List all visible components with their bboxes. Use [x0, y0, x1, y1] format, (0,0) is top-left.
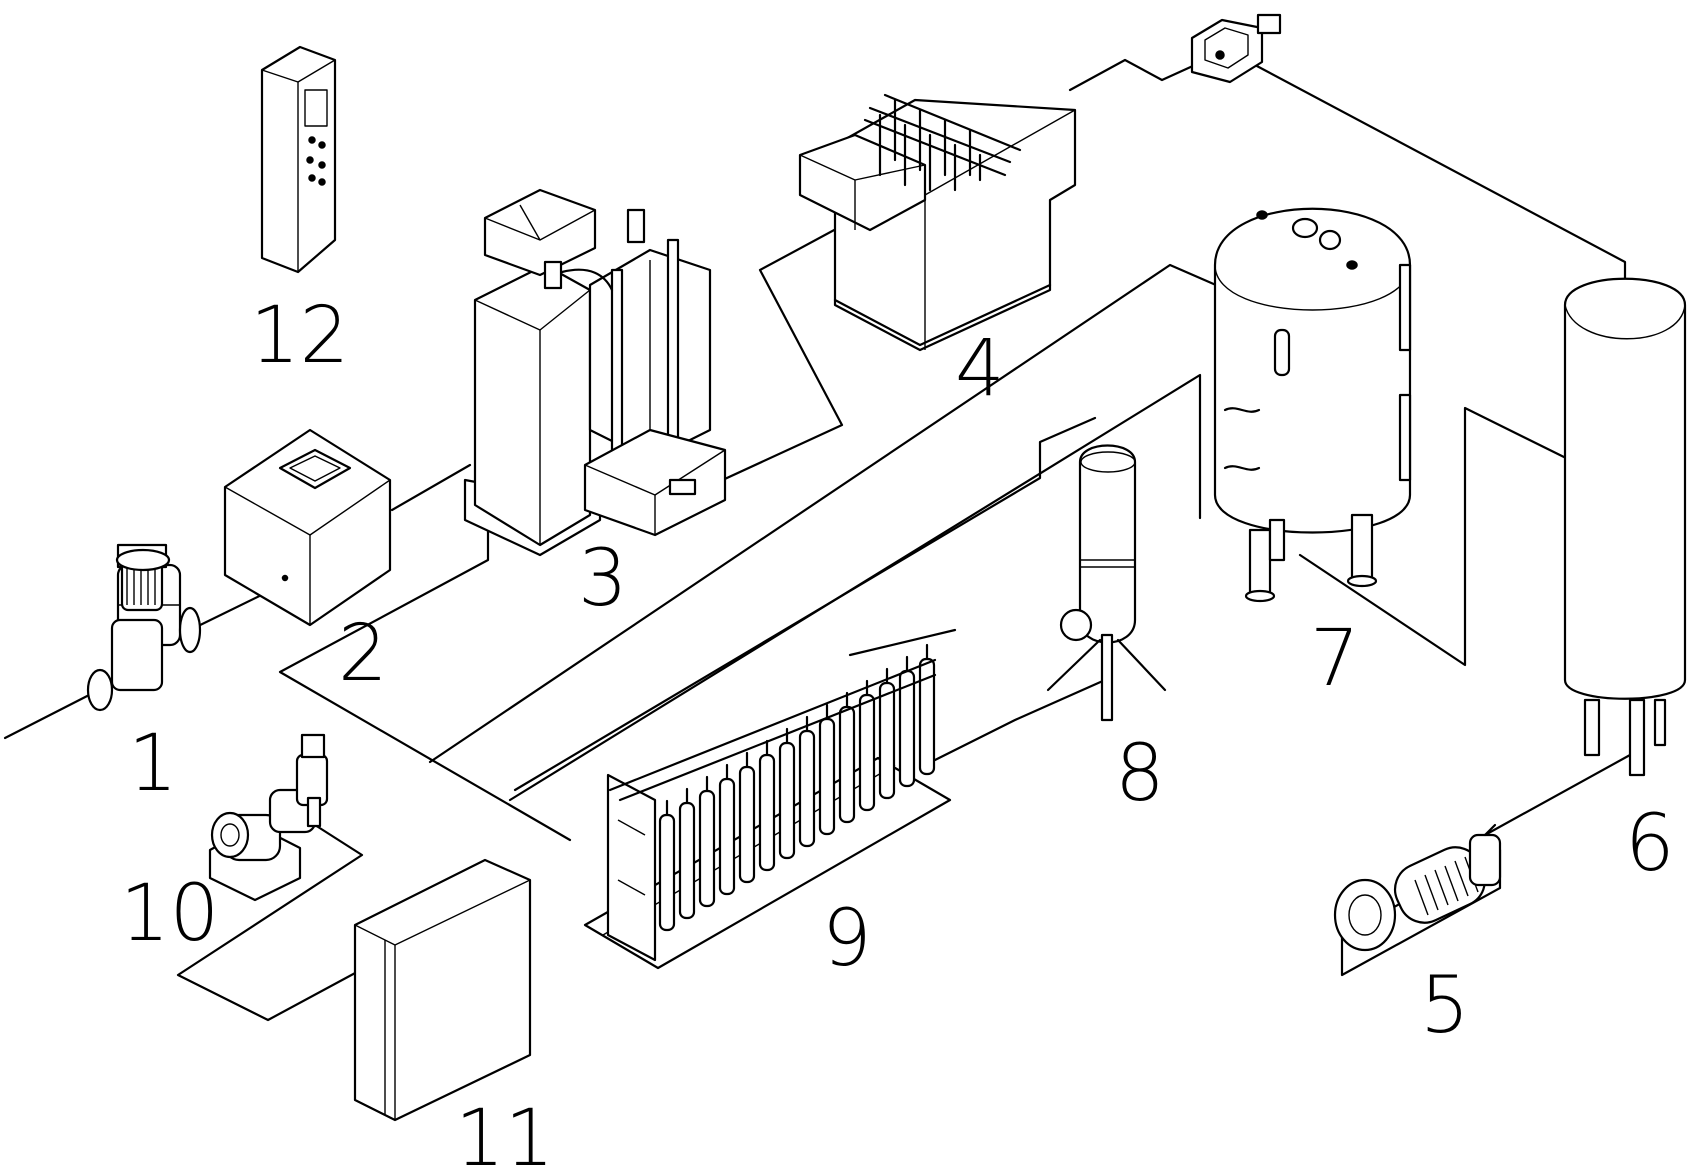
tank-3	[463, 188, 727, 557]
label-9: 9	[822, 894, 872, 984]
pipe-long-to-7	[428, 263, 1234, 764]
membrane-tube	[858, 693, 876, 812]
membrane-rack-9	[583, 628, 957, 970]
label-11: 11	[455, 1094, 554, 1172]
label-10: 10	[120, 869, 219, 959]
membrane-tube	[778, 741, 796, 860]
pipe-10-to-11	[176, 823, 372, 1022]
pipe-9-to-7	[508, 373, 1202, 802]
label-4: 4	[955, 324, 1005, 414]
control-panel-12	[260, 45, 337, 274]
membrane-tube	[738, 765, 756, 884]
membrane-tube	[878, 681, 896, 800]
membrane-tubes	[658, 643, 936, 932]
label-12: 12	[250, 291, 349, 381]
membrane-tube	[718, 777, 736, 896]
pump-1	[86, 543, 202, 712]
label-6: 6	[1625, 799, 1675, 889]
membrane-tube	[838, 705, 856, 824]
membrane-tube	[818, 717, 836, 836]
label-2: 2	[338, 609, 388, 699]
membrane-tube	[678, 801, 696, 920]
motor-5	[1333, 823, 1502, 977]
box-2	[223, 428, 392, 627]
vessel-7	[1213, 207, 1412, 603]
tank-4	[798, 93, 1077, 352]
label-3: 3	[578, 534, 628, 624]
label-8: 8	[1115, 729, 1165, 819]
pipe-9-to-8	[933, 678, 1107, 762]
membrane-tube	[758, 753, 776, 872]
pipe-motor-to-6	[1483, 753, 1632, 837]
pipe-inlet	[3, 690, 97, 740]
label-1: 1	[128, 719, 178, 809]
label-5: 5	[1420, 961, 1470, 1051]
pump-10	[208, 733, 329, 902]
pipe-3-to-4	[688, 213, 864, 497]
label-7: 7	[1310, 614, 1360, 704]
pipes	[3, 58, 1632, 1022]
pipe-7-to-6	[1298, 406, 1572, 667]
membrane-tube	[658, 813, 676, 932]
membrane-tube	[698, 789, 716, 908]
pipe-2-to-3	[390, 463, 472, 512]
top-motor	[1190, 13, 1282, 84]
column-6	[1563, 277, 1687, 777]
filter-8	[1046, 444, 1167, 722]
membrane-tube	[798, 729, 816, 848]
pipe-4-to-top-motor	[1068, 58, 1197, 92]
cabinet-11	[353, 858, 532, 1122]
pipe-loop-to-8	[513, 416, 1097, 792]
labels: 1 2 3 4 5 6 7 8 9 10 11 12	[120, 291, 1675, 1172]
